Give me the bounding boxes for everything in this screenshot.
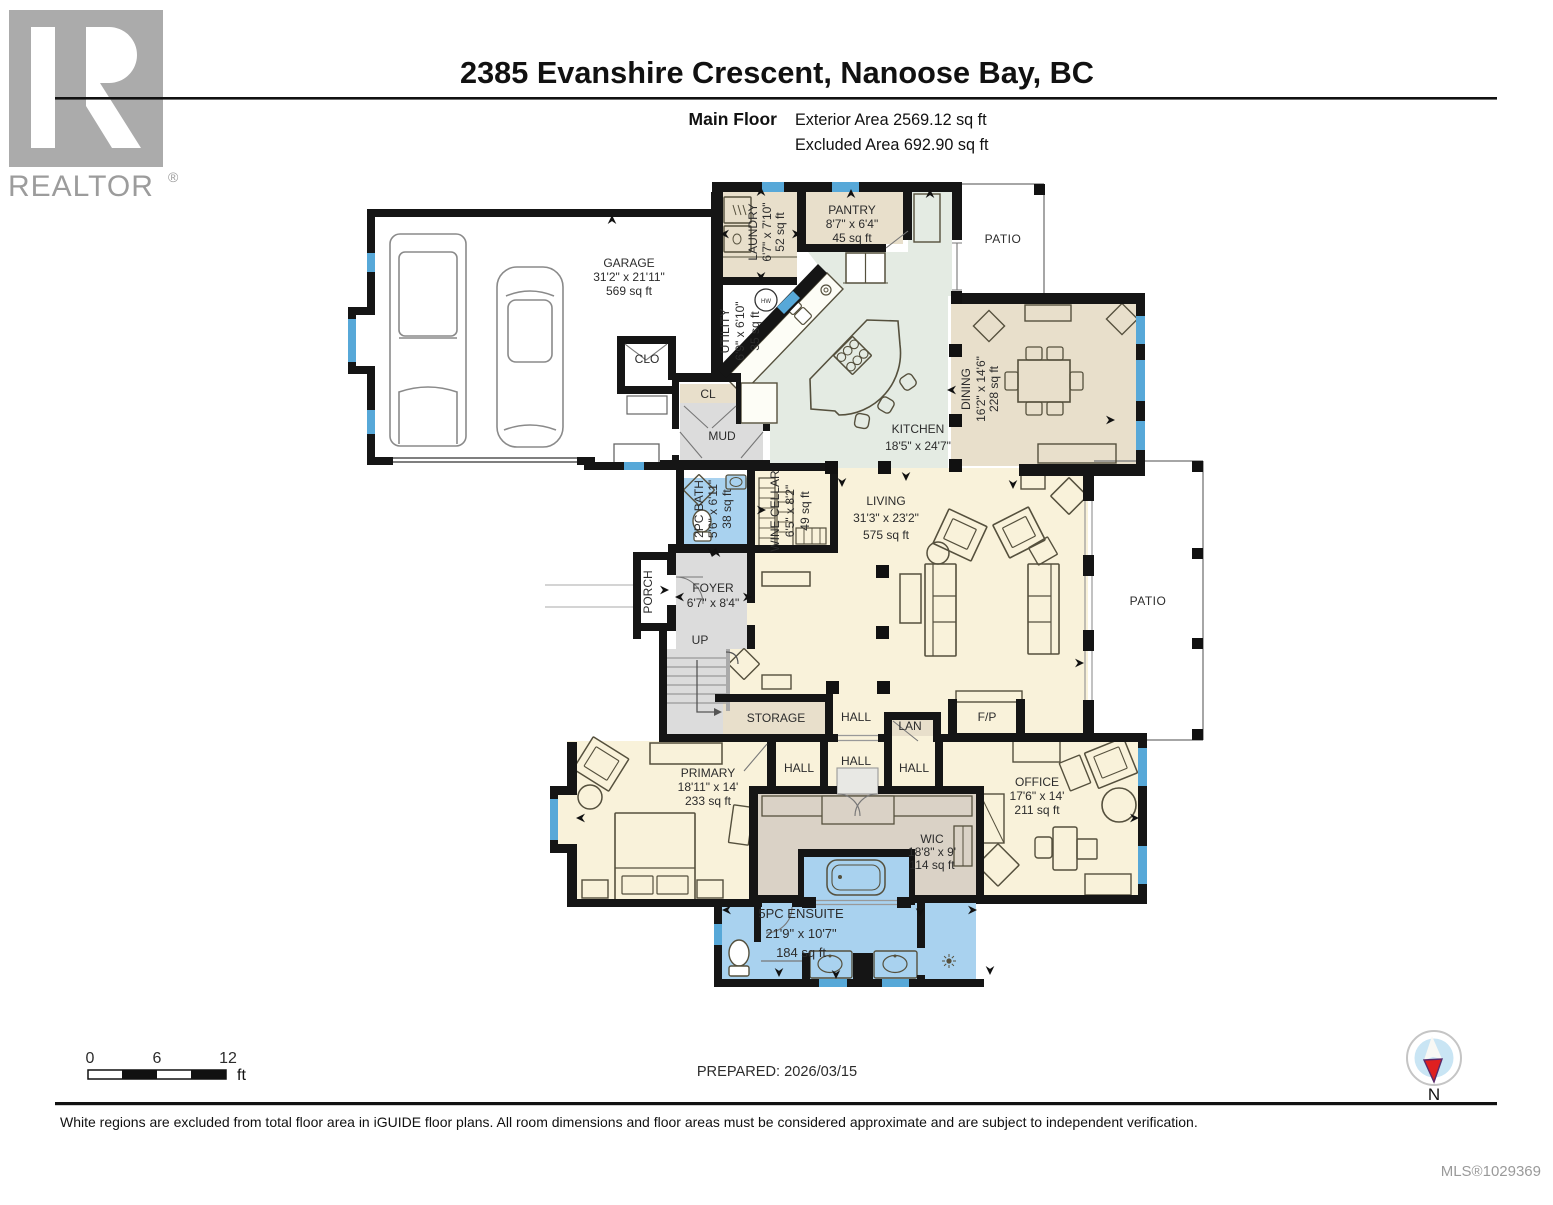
svg-text:21'9" x 10'7": 21'9" x 10'7" (765, 926, 837, 941)
svg-text:114 sq ft: 114 sq ft (909, 858, 955, 872)
svg-text:CLO: CLO (635, 352, 660, 366)
svg-text:PATIO: PATIO (1130, 594, 1167, 608)
svg-text:HALL: HALL (841, 710, 871, 724)
svg-text:6'7" x 7'10": 6'7" x 7'10" (760, 202, 774, 261)
svg-text:569 sq ft: 569 sq ft (606, 284, 653, 298)
svg-text:184 sq ft: 184 sq ft (776, 945, 826, 960)
svg-text:STORAGE: STORAGE (747, 711, 805, 725)
svg-text:2385 Evanshire Crescent, Nanoo: 2385 Evanshire Crescent, Nanoose Bay, BC (460, 55, 1094, 90)
svg-text:HALL: HALL (784, 761, 814, 775)
svg-text:Exterior Area 2569.12 sq ft: Exterior Area 2569.12 sq ft (795, 111, 987, 129)
svg-text:HALL: HALL (899, 761, 929, 775)
svg-text:6'7" x 8'4": 6'7" x 8'4" (687, 596, 739, 610)
svg-text:31'3" x 23'2": 31'3" x 23'2" (853, 511, 919, 525)
svg-text:233 sq ft: 233 sq ft (685, 794, 732, 808)
svg-text:WIC: WIC (920, 832, 944, 846)
svg-text:6'9" x 6'10": 6'9" x 6'10" (733, 301, 747, 360)
svg-text:16'2" x 14'6": 16'2" x 14'6" (974, 356, 988, 422)
svg-text:18'11" x 14': 18'11" x 14' (678, 780, 739, 794)
svg-text:35 sq ft: 35 sq ft (748, 311, 762, 351)
svg-text:OFFICE: OFFICE (1015, 775, 1059, 789)
svg-text:6'5" x 8'2": 6'5" x 8'2" (783, 485, 797, 537)
svg-text:Main Floor: Main Floor (689, 109, 778, 129)
svg-text:5'6" x 6'11": 5'6" x 6'11" (706, 480, 720, 538)
svg-text:DINING: DINING (959, 368, 973, 410)
svg-text:UP: UP (692, 633, 709, 647)
svg-text:HW: HW (761, 299, 771, 305)
svg-text:White regions are excluded fro: White regions are excluded from total fl… (60, 1114, 1198, 1130)
svg-text:LAUNDRY: LAUNDRY (746, 203, 760, 260)
svg-text:8'7" x 6'4": 8'7" x 6'4" (826, 217, 878, 231)
svg-text:18'8" x 9': 18'8" x 9' (908, 845, 956, 859)
svg-text:N: N (1428, 1085, 1440, 1104)
svg-text:Excluded Area 692.90 sq ft: Excluded Area 692.90 sq ft (795, 136, 989, 154)
svg-text:PANTRY: PANTRY (828, 203, 876, 217)
svg-text:52 sq ft: 52 sq ft (773, 212, 787, 252)
svg-text:HALL: HALL (841, 754, 871, 768)
svg-text:575 sq ft: 575 sq ft (863, 528, 910, 542)
svg-text:PREPARED: 2026/03/15: PREPARED: 2026/03/15 (697, 1064, 857, 1080)
svg-text:REALTOR: REALTOR (8, 170, 154, 203)
svg-text:F/P: F/P (978, 710, 997, 724)
svg-text:®: ® (168, 169, 179, 185)
svg-text:5PC ENSUITE: 5PC ENSUITE (758, 906, 844, 921)
svg-text:12: 12 (219, 1050, 237, 1067)
svg-text:6: 6 (153, 1050, 162, 1067)
svg-text:38 sq ft: 38 sq ft (720, 489, 734, 529)
svg-text:31'2" x 21'11": 31'2" x 21'11" (593, 270, 665, 284)
svg-text:ft: ft (237, 1067, 246, 1084)
svg-text:PATIO: PATIO (985, 232, 1022, 246)
svg-text:GARAGE: GARAGE (603, 256, 654, 270)
svg-text:KITCHEN: KITCHEN (892, 422, 945, 436)
svg-text:17'6" x 14': 17'6" x 14' (1010, 789, 1065, 803)
svg-text:LAN: LAN (898, 719, 921, 733)
svg-text:45 sq ft: 45 sq ft (832, 231, 872, 245)
svg-text:PRIMARY: PRIMARY (681, 766, 735, 780)
svg-text:WINE CELLAR: WINE CELLAR (768, 470, 782, 552)
svg-text:FOYER: FOYER (692, 581, 734, 595)
svg-text:211 sq ft: 211 sq ft (1014, 803, 1060, 817)
svg-text:MLS®1029369: MLS®1029369 (1441, 1163, 1541, 1180)
svg-text:MUD: MUD (708, 429, 736, 443)
svg-text:UTILITY: UTILITY (718, 309, 732, 354)
svg-text:228 sq ft: 228 sq ft (987, 365, 1001, 412)
svg-text:LIVING: LIVING (866, 494, 905, 508)
svg-text:CL: CL (700, 387, 716, 401)
svg-text:0: 0 (86, 1050, 95, 1067)
svg-text:PORCH: PORCH (641, 570, 655, 613)
svg-text:18'5" x 24'7": 18'5" x 24'7" (885, 439, 951, 453)
svg-text:2PC BATH: 2PC BATH (692, 480, 706, 538)
svg-text:49 sq ft: 49 sq ft (798, 491, 812, 531)
